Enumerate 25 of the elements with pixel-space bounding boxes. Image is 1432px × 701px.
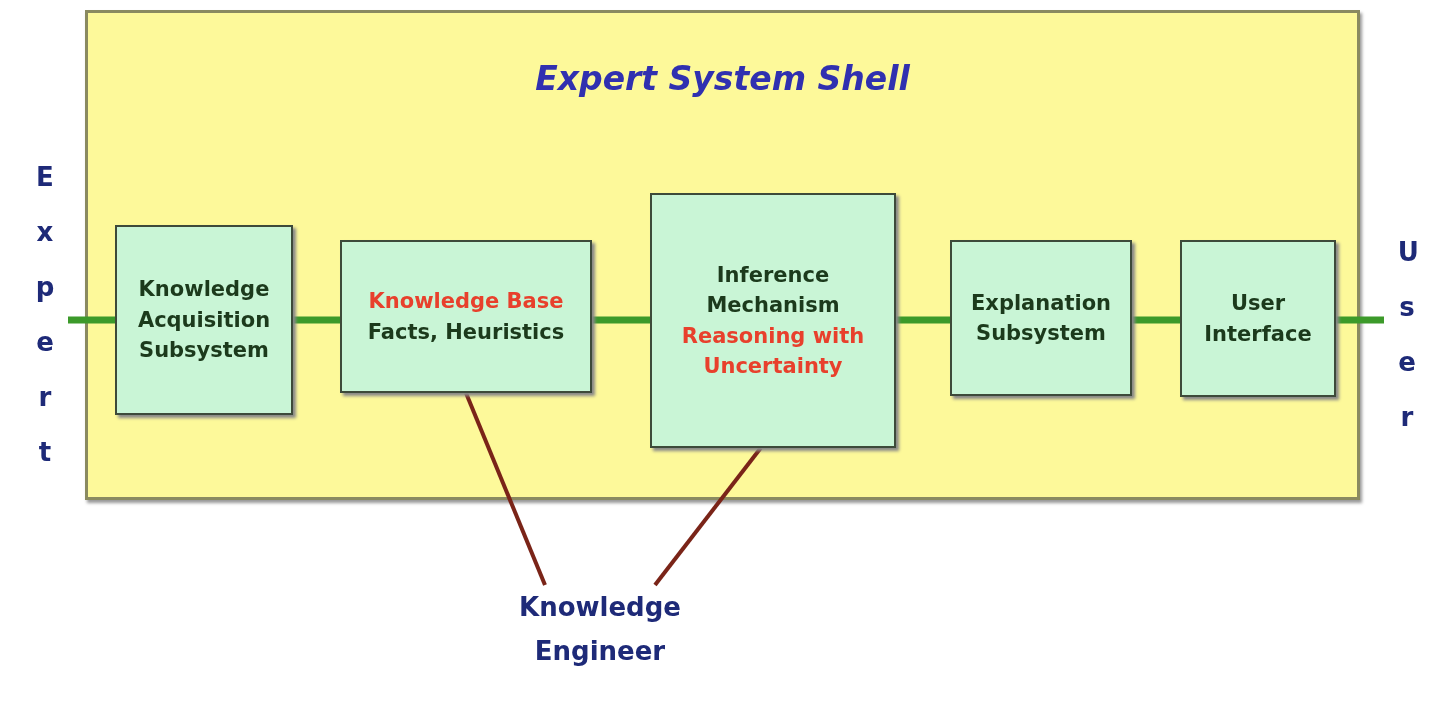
flow-line: [1336, 316, 1384, 324]
process-box: [115, 225, 293, 415]
flow-line: [1132, 316, 1180, 324]
box-label: Knowledge Acquisition Subsystem: [136, 276, 272, 365]
box-label: Inference Mechanism: [705, 261, 841, 320]
box-label: Reasoning with Uncertainty: [680, 322, 866, 380]
actor-label: Knowledge Engineer: [518, 591, 682, 669]
process-box: [340, 240, 592, 393]
flow-line: [293, 316, 340, 324]
box-label: User Interface: [1203, 290, 1313, 348]
box-label: Explanation Subsystem: [970, 289, 1112, 347]
flow-line: [592, 316, 650, 324]
process-box: [950, 240, 1132, 396]
side-label: User: [1397, 236, 1417, 434]
flow-line: [68, 316, 115, 324]
flow-line: [896, 316, 950, 324]
box-label: Facts, Heuristics: [367, 318, 565, 346]
process-box: [1180, 240, 1336, 397]
side-label: Expert: [35, 161, 55, 469]
shell-panel: [85, 10, 1360, 500]
process-box: [650, 193, 896, 448]
connector-line: [653, 446, 763, 587]
connector-line: [464, 392, 547, 586]
box-label: Knowledge Base: [368, 288, 564, 316]
panel-title: Expert System Shell: [534, 59, 911, 98]
